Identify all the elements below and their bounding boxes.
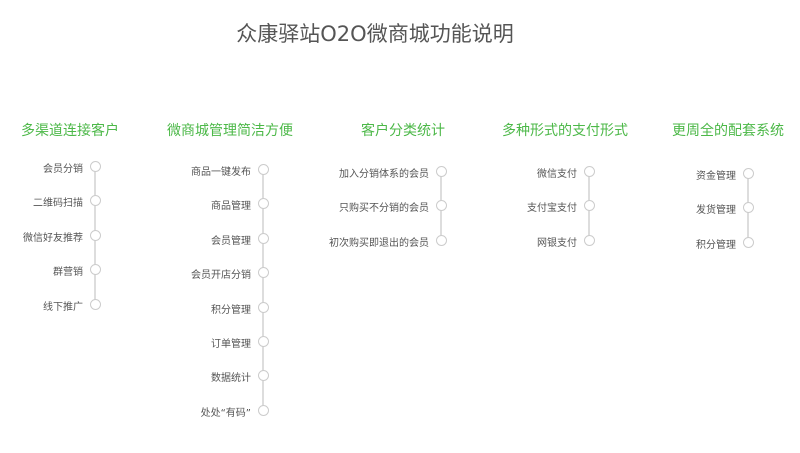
column-heading: 多渠道连接客户 — [21, 123, 119, 139]
circle-marker-icon — [436, 200, 447, 212]
column-heading: 微商城管理简洁方便 — [167, 123, 293, 139]
feature-label: 支付宝支付 — [527, 203, 577, 215]
circle-marker-icon — [743, 202, 754, 214]
feature-label: 线下推广 — [43, 301, 83, 313]
circle-marker-icon — [90, 195, 101, 207]
circle-marker-icon — [258, 336, 269, 347]
circle-marker-icon — [258, 164, 269, 175]
circle-marker-icon — [743, 236, 754, 248]
circle-marker-icon — [90, 264, 101, 276]
feature-label: 积分管理 — [211, 304, 251, 316]
circle-marker-icon — [743, 168, 754, 179]
feature-label: 只购买不分销的会员 — [339, 203, 429, 215]
feature-label: 会员开店分销 — [191, 270, 251, 282]
circle-marker-icon — [90, 229, 101, 241]
circle-marker-icon — [584, 166, 595, 177]
column-heading: 客户分类统计 — [361, 123, 445, 139]
feature-label: 会员分销 — [43, 164, 83, 175]
circle-marker-icon — [584, 234, 595, 246]
feature-label: 资金管理 — [696, 171, 736, 182]
circle-marker-icon — [258, 267, 269, 279]
feature-label: 会员管理 — [211, 235, 251, 247]
feature-label: 网银支付 — [537, 237, 577, 249]
feature-label: 数据统计 — [211, 373, 251, 385]
circle-marker-icon — [584, 200, 595, 212]
circle-marker-icon — [436, 166, 447, 177]
circle-marker-icon — [258, 198, 269, 210]
feature-label: 商品一键发布 — [191, 167, 251, 178]
circle-marker-icon — [258, 301, 269, 313]
feature-label: 初次购买即退出的会员 — [329, 237, 429, 249]
feature-label: 微信好友推荐 — [23, 232, 83, 244]
circle-marker-icon — [258, 404, 269, 416]
feature-label: 发货管理 — [696, 205, 736, 217]
page-title: 众康驿站O2O微商城功能说明 — [236, 22, 514, 46]
column-heading: 多种形式的支付形式 — [502, 123, 628, 139]
circle-marker-icon — [258, 370, 269, 382]
feature-label: 处处“有码” — [200, 407, 251, 419]
feature-label: 加入分销体系的会员 — [339, 169, 429, 180]
feature-label: 商品管理 — [211, 201, 251, 213]
feature-label: 微信支付 — [537, 169, 577, 180]
column-heading: 更周全的配套系统 — [672, 123, 784, 139]
circle-marker-icon — [90, 161, 101, 172]
feature-label: 二维码扫描 — [33, 198, 83, 210]
timeline-line — [262, 170, 264, 411]
feature-label: 群营销 — [53, 267, 83, 279]
circle-marker-icon — [90, 298, 101, 310]
feature-label: 订单管理 — [211, 339, 251, 350]
feature-label: 积分管理 — [696, 239, 736, 251]
circle-marker-icon — [258, 232, 269, 244]
circle-marker-icon — [436, 234, 447, 246]
